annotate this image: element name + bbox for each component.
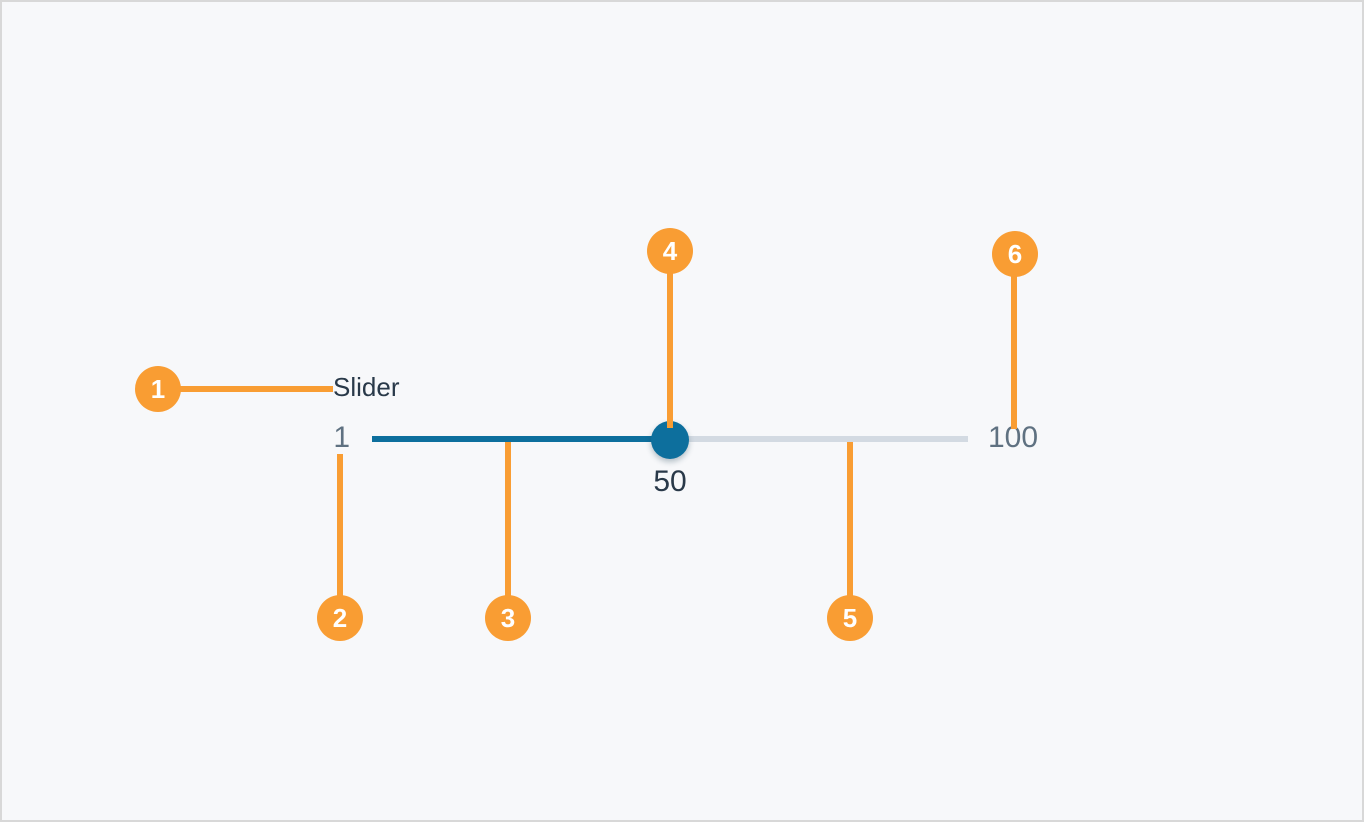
callout-3-number: 3 — [500, 602, 516, 633]
callout-2-line — [337, 454, 343, 596]
callout-5-line — [847, 442, 853, 596]
callout-6-badge: 6 — [992, 231, 1038, 277]
callout-1-line — [179, 386, 333, 392]
callout-1-number: 1 — [150, 373, 166, 404]
callout-3-line — [505, 442, 511, 596]
callout-4-line — [667, 273, 673, 428]
callout-6-number: 6 — [1007, 238, 1023, 269]
callout-4-number: 4 — [662, 235, 678, 266]
callout-2-badge: 2 — [317, 595, 363, 641]
callout-3-badge: 3 — [485, 595, 531, 641]
slider-min-value-label: 1 — [333, 421, 350, 454]
callout-1-badge: 1 — [135, 366, 181, 412]
slider-track-unfilled[interactable] — [670, 436, 968, 442]
callout-6-line — [1011, 276, 1017, 429]
callout-4-badge: 4 — [647, 228, 693, 274]
callout-5-badge: 5 — [827, 595, 873, 641]
slider-value-label: 50 — [653, 465, 687, 498]
slider-track-filled[interactable] — [372, 436, 670, 442]
callout-2-number: 2 — [332, 602, 348, 633]
callout-5-number: 5 — [842, 602, 858, 633]
slider-label: Slider — [333, 372, 400, 402]
